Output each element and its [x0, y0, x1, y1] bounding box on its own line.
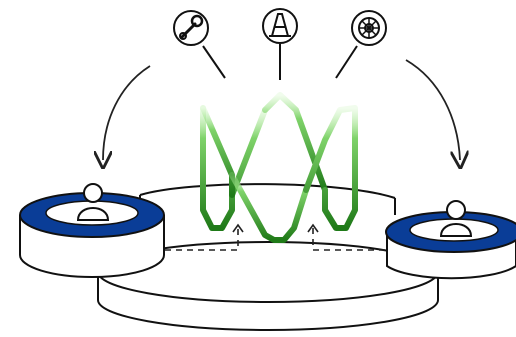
traffic-cone-icon: [262, 8, 298, 44]
right-dashed-arrowhead: [307, 223, 319, 233]
left-curved-arrow: [103, 65, 151, 160]
user-icon: [439, 200, 473, 237]
wrench-icon: [173, 10, 209, 46]
left-dashed-arrow: [165, 228, 239, 251]
right-dashed-arrow: [312, 228, 385, 251]
wheel-icon: [351, 10, 387, 46]
user-icon: [76, 183, 110, 221]
left-dashed-arrowhead: [232, 223, 244, 233]
right-user-platform: [385, 200, 516, 280]
icon-connectors: [202, 44, 358, 80]
green-zigzag-logo: [200, 92, 358, 243]
right-curved-arrow: [405, 59, 460, 160]
left-user-platform: [19, 183, 165, 278]
